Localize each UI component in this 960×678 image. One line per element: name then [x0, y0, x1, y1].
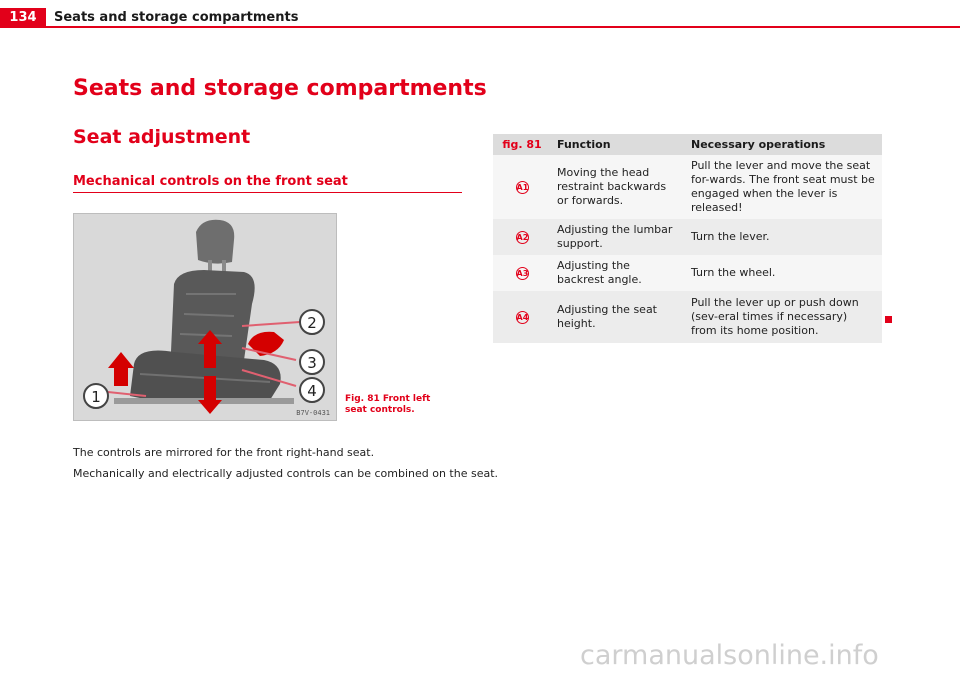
svg-text:4: 4 — [307, 382, 317, 400]
svg-text:3: 3 — [307, 354, 317, 372]
svg-text:1: 1 — [91, 388, 101, 406]
operation-cell: Turn the wheel. — [685, 255, 882, 291]
paragraph-mirrored: The controls are mirrored for the front … — [73, 446, 375, 459]
callout-badge: A1 — [515, 181, 529, 194]
function-cell: Adjusting the seat height. — [551, 291, 685, 343]
callout-badge: A2 — [515, 231, 529, 244]
callout-1: 1 — [83, 383, 109, 409]
watermark: carmanualsonline.info — [580, 640, 879, 671]
operation-cell: Pull the lever up or push down (sev-eral… — [685, 291, 882, 343]
function-cell: Adjusting the lumbar support. — [551, 219, 685, 255]
section-title: Seat adjustment — [73, 126, 251, 148]
controls-table: fig. 81 Function Necessary operations A1… — [493, 134, 882, 343]
table-row: A1 Moving the head restraint backwards o… — [493, 155, 882, 219]
svg-text:2: 2 — [307, 314, 317, 332]
page-number: 134 — [0, 8, 46, 27]
end-of-section-marker — [885, 316, 892, 323]
table-header-row: fig. 81 Function Necessary operations — [493, 134, 882, 155]
subsection-rule — [73, 192, 462, 193]
function-cell: Adjusting the backrest angle. — [551, 255, 685, 291]
header-function: Function — [551, 134, 685, 155]
function-cell: Moving the head restraint backwards or f… — [551, 155, 685, 219]
figure-code: B7V-0431 — [296, 409, 330, 417]
subsection-title: Mechanical controls on the front seat — [73, 174, 348, 189]
header-operations: Necessary operations — [685, 134, 882, 155]
running-title: Seats and storage compartments — [54, 10, 299, 25]
chapter-title: Seats and storage compartments — [73, 76, 487, 101]
figure-caption: Fig. 81 Front left seat controls. — [345, 394, 431, 415]
operation-cell: Pull the lever and move the seat for-war… — [685, 155, 882, 219]
callout-badge: A3 — [515, 267, 529, 280]
header-fig: fig. 81 — [493, 134, 551, 155]
table-row: A3 Adjusting the backrest angle. Turn th… — [493, 255, 882, 291]
table-row: A2 Adjusting the lumbar support. Turn th… — [493, 219, 882, 255]
table-row: A4 Adjusting the seat height. Pull the l… — [493, 291, 882, 343]
header-rule — [0, 26, 960, 28]
operation-cell: Turn the lever. — [685, 219, 882, 255]
seat-illustration: 1 2 3 4 — [74, 214, 336, 420]
callout-4: 4 — [299, 377, 325, 403]
callout-2: 2 — [299, 309, 325, 335]
paragraph-combined: Mechanically and electrically adjusted c… — [73, 467, 499, 480]
seat-figure: 1 2 3 4 B7V-0431 — [73, 213, 337, 421]
callout-badge: A4 — [515, 311, 529, 324]
page-header: 134 Seats and storage compartments — [0, 0, 960, 28]
callout-3: 3 — [299, 349, 325, 375]
